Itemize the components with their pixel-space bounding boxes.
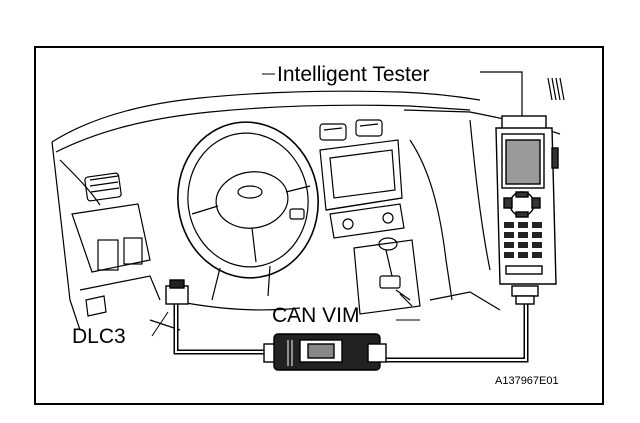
can-vim-device bbox=[263, 333, 387, 371]
can-vim-label: CAN VIM bbox=[272, 304, 360, 327]
connection-cables bbox=[151, 71, 529, 363]
intelligent-tester-device bbox=[495, 115, 559, 305]
intelligent-tester-label: Intelligent Tester bbox=[277, 63, 430, 86]
dlc3-label: DLC3 bbox=[72, 325, 126, 348]
figure-id-label: A137967E01 bbox=[495, 375, 559, 387]
dlc3-plug bbox=[165, 279, 189, 305]
car-interior bbox=[51, 77, 565, 331]
